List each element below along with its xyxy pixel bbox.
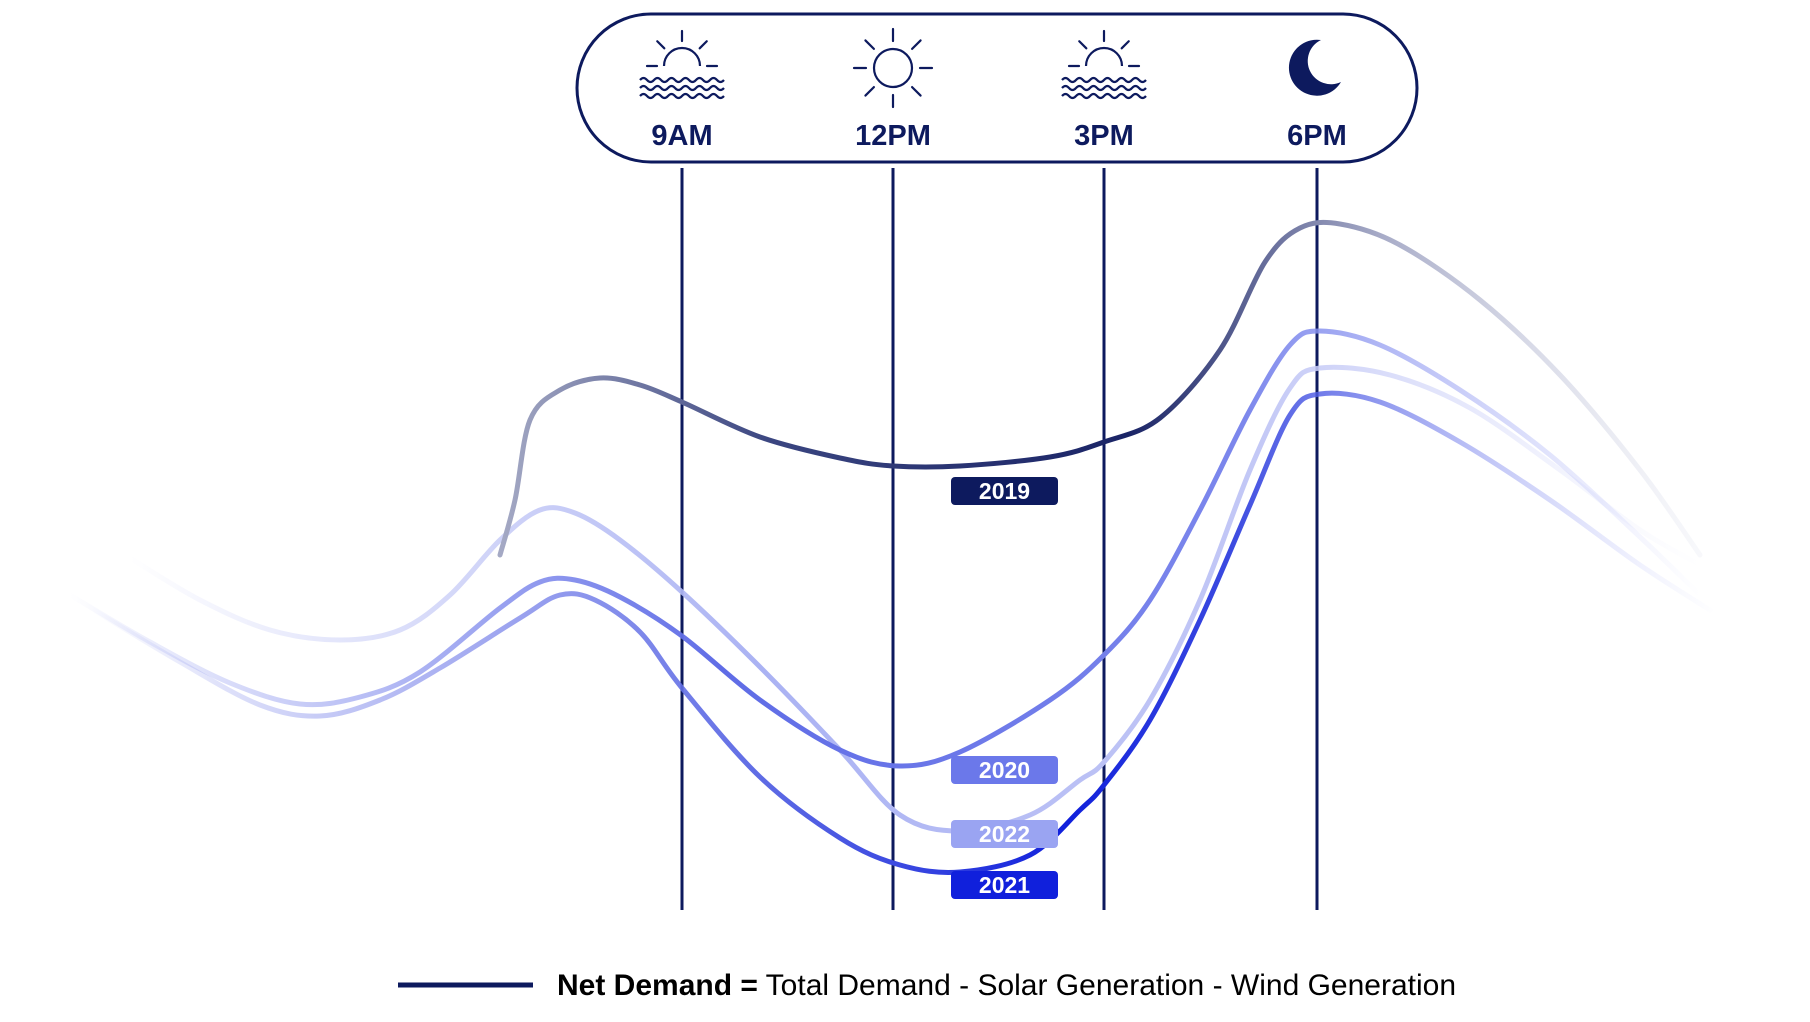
year-badge-bg-2021 bbox=[951, 871, 1058, 899]
series-line-2020 bbox=[67, 328, 1703, 769]
time-label-6pm: 6PM bbox=[1287, 120, 1347, 152]
legend-text: Net Demand = Total Demand - Solar Genera… bbox=[557, 969, 1456, 1002]
time-labels: 9AM 12PM 3PM 6PM bbox=[651, 120, 1346, 152]
series-line-2022 bbox=[127, 364, 1703, 834]
year-badge-2020: 2020 bbox=[951, 756, 1058, 784]
time-label-12pm: 12PM bbox=[855, 120, 931, 152]
year-badges: 2019 2020 2021 2022 bbox=[951, 477, 1058, 899]
legend-formula-text: Total Demand - Solar Generation - Wind G… bbox=[758, 969, 1456, 1002]
year-badge-label-2020: 2020 bbox=[979, 757, 1030, 783]
legend-bold-text: Net Demand = bbox=[557, 969, 758, 1002]
sunset-icon bbox=[1061, 29, 1147, 100]
sunrise-icon bbox=[639, 29, 725, 100]
time-label-3pm: 3PM bbox=[1074, 120, 1134, 152]
legend: Net Demand = Total Demand - Solar Genera… bbox=[398, 969, 1456, 1002]
moon-icon bbox=[1288, 39, 1341, 96]
time-gridlines bbox=[680, 168, 1319, 910]
year-badge-2022: 2022 bbox=[951, 820, 1058, 848]
time-icons bbox=[639, 27, 1341, 109]
time-label-9am: 9AM bbox=[651, 120, 712, 152]
year-badge-label-2021: 2021 bbox=[979, 872, 1030, 898]
sun-icon bbox=[852, 27, 934, 109]
net-demand-series bbox=[67, 219, 1713, 875]
year-badge-bg-2020 bbox=[951, 756, 1058, 784]
series-line-2019 bbox=[497, 219, 1703, 558]
year-badge-bg-2019 bbox=[951, 477, 1058, 505]
year-badge-2021: 2021 bbox=[951, 871, 1058, 899]
year-badge-bg-2022 bbox=[951, 820, 1058, 848]
time-panel bbox=[575, 12, 1419, 164]
year-badge-label-2019: 2019 bbox=[979, 478, 1030, 504]
year-badge-label-2022: 2022 bbox=[979, 821, 1030, 847]
year-badge-2019: 2019 bbox=[951, 477, 1058, 505]
